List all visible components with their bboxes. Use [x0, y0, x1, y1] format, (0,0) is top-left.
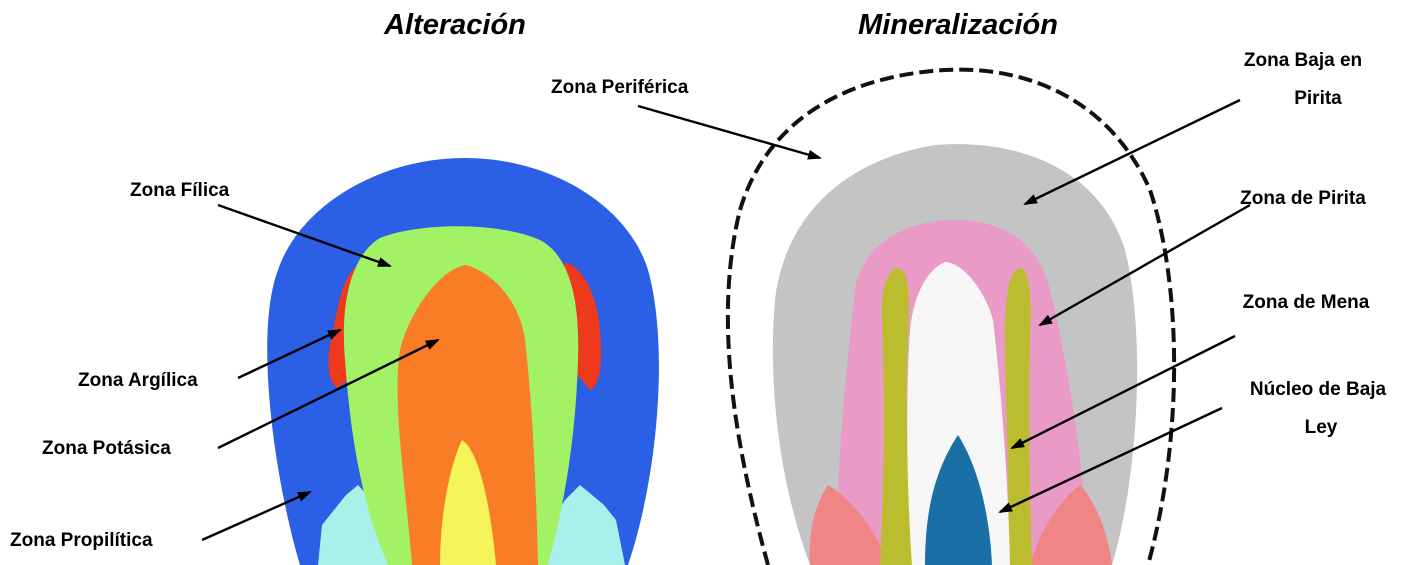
- label-nucleo-baja-ley-line2: Ley: [1305, 417, 1338, 438]
- label-zona-propilitica: Zona Propilítica: [10, 530, 153, 551]
- mena-zone-right: [1005, 268, 1032, 565]
- label-zona-filica: Zona Fílica: [130, 180, 230, 201]
- label-zona-potasica: Zona Potásica: [42, 438, 171, 459]
- alteration-diagram: [267, 158, 659, 565]
- mineralization-title: Mineralización: [858, 9, 1058, 41]
- label-zona-pirita: Zona de Pirita: [1240, 188, 1366, 209]
- label-zona-baja-pirita-line2: Pirita: [1294, 88, 1342, 109]
- label-zona-argilica: Zona Argílica: [78, 370, 198, 391]
- alteration-title: Alteración: [383, 9, 526, 41]
- arrow-zona-periferica: [638, 106, 820, 158]
- label-zona-periferica: Zona Periférica: [551, 77, 689, 98]
- arrow-zona-baja-pirita: [1025, 100, 1240, 204]
- label-zona-mena: Zona de Mena: [1243, 292, 1370, 313]
- label-zona-baja-pirita-line1: Zona Baja en: [1244, 50, 1362, 71]
- mineralization-diagram: [728, 70, 1174, 565]
- label-nucleo-baja-ley-line1: Núcleo de Baja: [1250, 379, 1387, 400]
